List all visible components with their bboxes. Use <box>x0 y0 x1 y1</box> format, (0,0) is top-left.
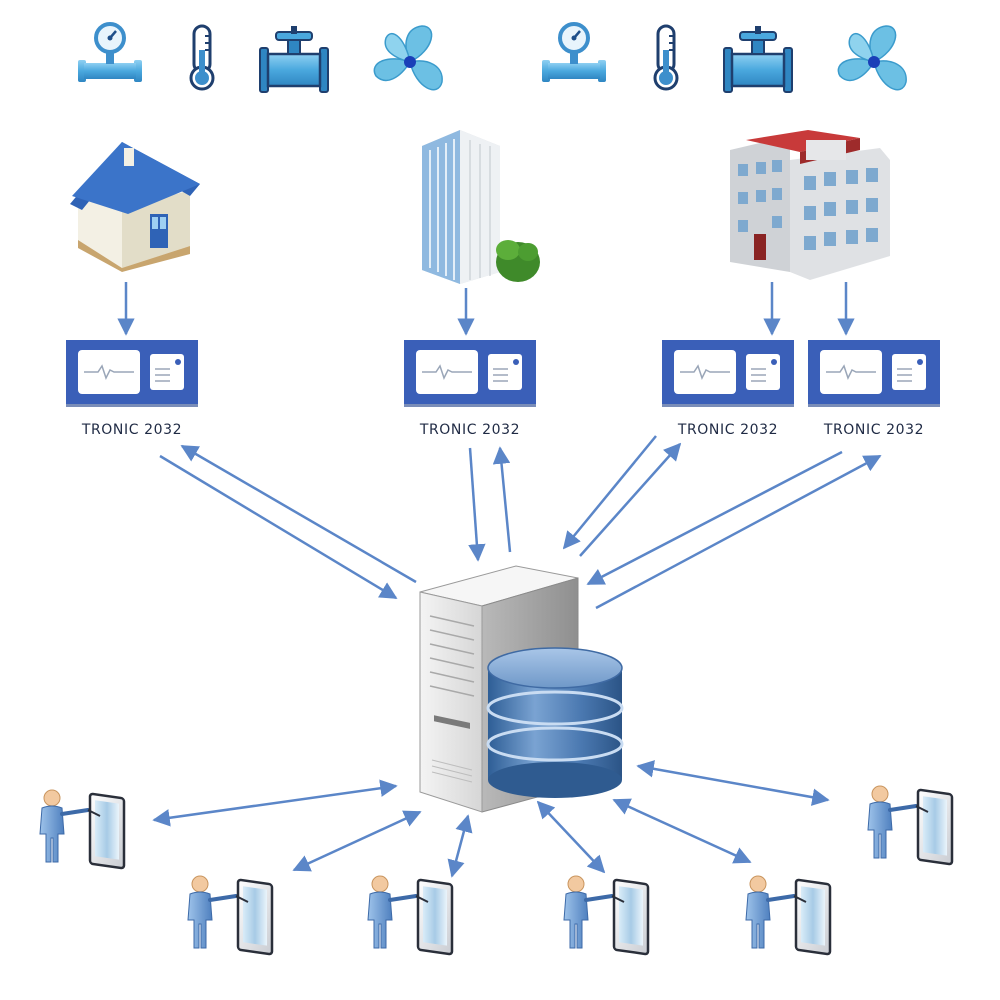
controller-label: TRONIC 2032 <box>81 422 182 438</box>
arrow-server-client6 <box>636 760 830 806</box>
controller-panel-icon <box>807 339 941 408</box>
user-touch-panel-icon <box>38 788 126 871</box>
arrow-server-client5 <box>612 798 752 864</box>
database-icon <box>486 647 624 798</box>
controller-label: TRONIC 2032 <box>823 422 924 438</box>
sensor-group-left <box>76 22 443 94</box>
apartment-building-icon <box>730 130 890 280</box>
thermometer-icon <box>189 24 215 91</box>
pressure-gauge-icon <box>540 22 608 84</box>
valve-icon <box>722 24 794 94</box>
arrow-controller3-to-server <box>562 435 657 550</box>
controller-1: TRONIC 2032 <box>65 339 199 438</box>
user-touch-panel-icon <box>186 874 274 957</box>
user-touch-panel-icon <box>866 784 954 867</box>
arrow-server-to-controller1 <box>180 444 417 584</box>
arrow-controller2-to-server <box>468 447 486 562</box>
arrow-server-client2 <box>292 810 422 872</box>
controller-4: TRONIC 2032 <box>807 339 941 438</box>
arrow-server-client1 <box>152 779 398 827</box>
user-touch-panel-icon <box>744 874 832 957</box>
arrow-server-client4 <box>536 800 606 874</box>
arrow-server-client3 <box>447 814 473 878</box>
arrow-controller1-to-server <box>159 454 398 600</box>
fan-icon <box>373 25 443 91</box>
arrow-server-to-controller3 <box>579 442 682 557</box>
controller-2: TRONIC 2032 <box>403 339 537 438</box>
controller-panel-icon <box>403 339 537 408</box>
pressure-gauge-icon <box>76 22 144 84</box>
arrow-server-to-controller4 <box>595 454 882 610</box>
user-touch-panel-icon <box>562 874 650 957</box>
fan-icon <box>837 25 907 91</box>
controller-label: TRONIC 2032 <box>677 422 778 438</box>
controller-panel-icon <box>661 339 795 408</box>
sensor-group-right <box>540 22 907 94</box>
arrow-server-to-controller2 <box>492 446 512 553</box>
thermometer-icon <box>653 24 679 91</box>
house-icon <box>70 142 200 272</box>
controller-label: TRONIC 2032 <box>419 422 520 438</box>
user-touch-panel-icon <box>366 874 454 957</box>
valve-icon <box>258 24 330 94</box>
office-tower-icon <box>422 130 540 284</box>
controller-panel-icon <box>65 339 199 408</box>
arrow-controller4-to-server <box>586 450 843 586</box>
connection-arrows <box>117 282 882 878</box>
controller-3: TRONIC 2032 <box>661 339 795 438</box>
